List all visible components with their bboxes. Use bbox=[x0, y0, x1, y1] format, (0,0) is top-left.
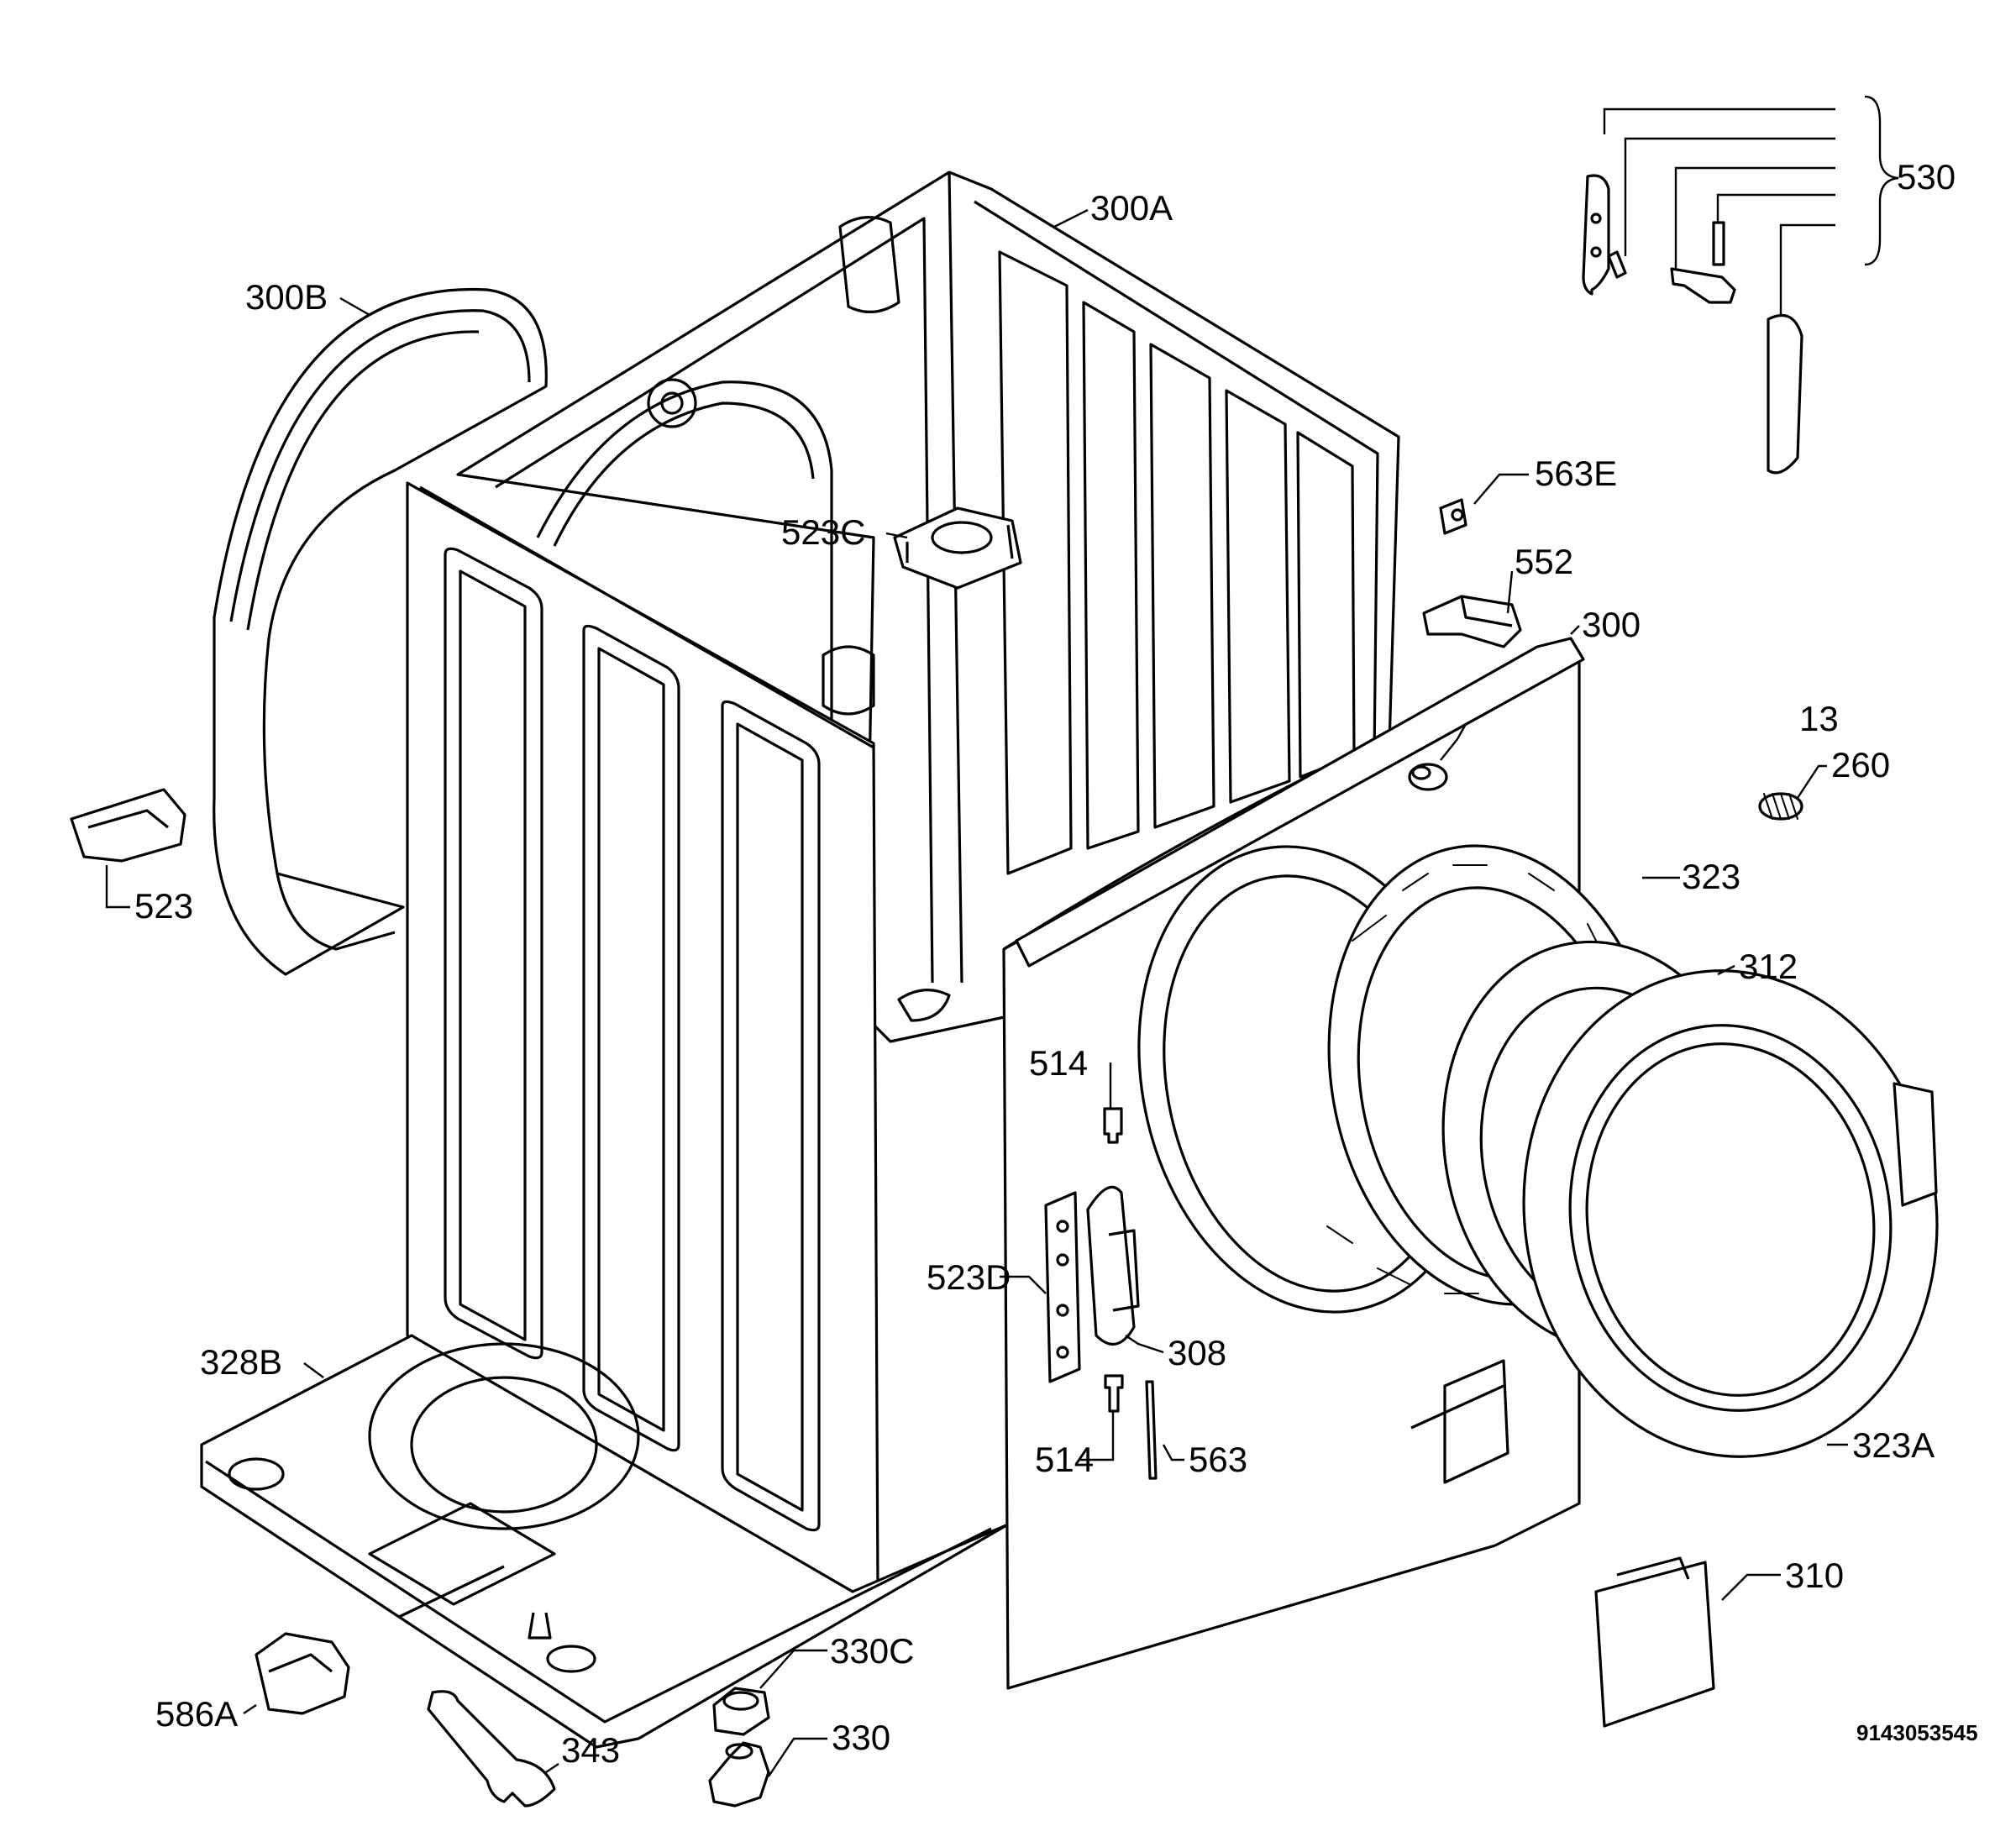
label-330C: 330C bbox=[830, 1631, 914, 1671]
bracket-586A bbox=[255, 1632, 350, 1715]
label-308: 308 bbox=[1168, 1333, 1226, 1372]
label-310: 310 bbox=[1785, 1556, 1844, 1595]
label-563E: 563E bbox=[1535, 454, 1617, 493]
label-563: 563 bbox=[1189, 1440, 1247, 1479]
drawing-number: 9143053545 bbox=[1856, 1720, 1978, 1745]
door-ring-323A bbox=[1522, 969, 1939, 1458]
pin-514-top bbox=[1103, 1107, 1123, 1144]
label-13: 13 bbox=[1799, 699, 1839, 738]
clip-523C bbox=[893, 506, 1022, 590]
cabinet-side-panel bbox=[406, 481, 879, 1593]
label-343: 343 bbox=[561, 1730, 620, 1770]
lid-310 bbox=[1594, 1556, 1715, 1728]
label-514-bottom: 514 bbox=[1035, 1440, 1094, 1479]
label-260: 260 bbox=[1831, 745, 1890, 784]
label-323: 323 bbox=[1682, 857, 1740, 896]
label-523: 523 bbox=[134, 886, 193, 926]
label-586A: 586A bbox=[155, 1694, 238, 1734]
foot-330 bbox=[708, 1741, 770, 1808]
label-300A: 300A bbox=[1090, 188, 1173, 228]
base-328B bbox=[200, 1334, 1010, 1749]
spring-260 bbox=[1758, 792, 1803, 821]
hinge-308 bbox=[1086, 1185, 1140, 1346]
bracket-552 bbox=[1422, 595, 1522, 648]
component-523 bbox=[70, 788, 186, 863]
wrench-343 bbox=[427, 1690, 556, 1808]
label-312: 312 bbox=[1739, 947, 1798, 986]
rod-563 bbox=[1145, 1380, 1158, 1480]
leader-lines bbox=[105, 208, 1848, 1777]
foot-330C bbox=[712, 1687, 770, 1736]
label-300B: 300B bbox=[245, 277, 328, 317]
label-328B: 328B bbox=[200, 1342, 282, 1382]
part-labels: 530 300A 300B 563E 523C 552 300 13 260 5… bbox=[134, 157, 1978, 1770]
hinge-523D bbox=[1044, 1191, 1081, 1383]
label-530: 530 bbox=[1897, 157, 1956, 197]
bushing-13 bbox=[1408, 763, 1448, 791]
hook-assembly-530 bbox=[1582, 95, 1899, 475]
label-330: 330 bbox=[832, 1718, 890, 1757]
label-323A: 323A bbox=[1852, 1425, 1935, 1465]
pin-514-bottom bbox=[1104, 1374, 1124, 1413]
label-523C: 523C bbox=[781, 512, 865, 552]
label-523D: 523D bbox=[927, 1257, 1011, 1297]
label-300: 300 bbox=[1582, 605, 1641, 644]
label-514-top: 514 bbox=[1029, 1043, 1088, 1083]
switch-563E bbox=[1439, 498, 1467, 535]
label-552: 552 bbox=[1515, 542, 1573, 581]
rear-ring-300B bbox=[213, 287, 548, 976]
